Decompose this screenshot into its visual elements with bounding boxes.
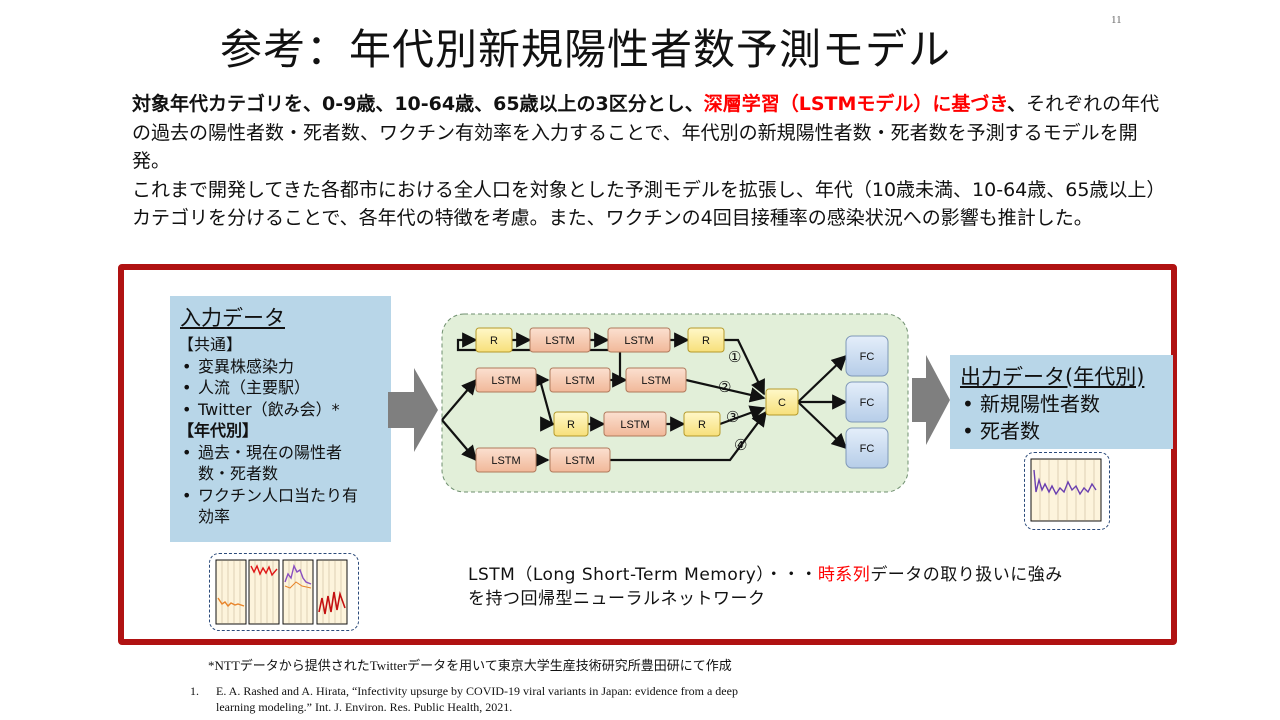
input-thumbnail-group	[209, 553, 359, 631]
r-node	[475, 327, 513, 353]
lstm-note-highlight: 時系列	[817, 565, 871, 585]
intro-bold-tail: 、	[1007, 93, 1027, 115]
common-item: •Twitter（飲み会）*	[182, 399, 340, 419]
fc-node	[845, 335, 889, 377]
lstm-label: LSTM	[620, 419, 649, 431]
model-frame	[118, 264, 1177, 645]
lstm-label: LSTM	[545, 335, 574, 347]
fc-label: FC	[860, 397, 875, 409]
route-1-label: ①	[728, 348, 741, 366]
lstm-note-line-2: を持つ回帰型ニューラルネットワーク	[468, 589, 766, 609]
page-number: 11	[1111, 14, 1122, 26]
lstm-node	[549, 367, 611, 393]
lstm-node	[475, 367, 537, 393]
intro-paragraph-1: 対象年代カテゴリを、0-9歳、10-64歳、65歳以上の3区分とし、深層学習（L…	[132, 90, 1162, 176]
reference-line-2: learning modeling.” Int. J. Environ. Res…	[216, 700, 513, 714]
lstm-label: LSTM	[491, 455, 520, 467]
intro-bold: 対象年代カテゴリを、0-9歳、10-64歳、65歳以上の3区分とし、	[132, 93, 704, 115]
intro-highlight: 深層学習（LSTMモデル）に基づき	[703, 93, 1008, 115]
age-header: 【年代別】	[178, 421, 259, 440]
footnote: *NTTデータから提供されたTwitterデータを用いて東京大学生産技術研究所豊…	[208, 658, 732, 673]
output-arrow	[912, 355, 950, 445]
mini-chart	[248, 559, 280, 625]
input-arrow	[388, 368, 438, 452]
lstm-note-line-1: LSTM（Long Short-Term Memory）・・・時系列データの取り…	[468, 565, 1063, 585]
r-node	[683, 411, 721, 437]
mini-chart	[215, 559, 247, 625]
common-header: 【共通】	[178, 335, 243, 354]
age-item-cont: 効率	[198, 507, 231, 526]
lstm-label: LSTM	[641, 375, 670, 387]
r-node	[687, 327, 725, 353]
common-item: •変異株感染力	[182, 356, 295, 376]
output-data-panel: 出力データ(年代別) •新規陽性者数 •死者数	[950, 355, 1173, 449]
lstm-note: LSTM（Long Short-Term Memory）・・・時系列データの取り…	[468, 563, 1063, 611]
mini-chart	[316, 559, 348, 625]
lstm-node	[625, 367, 687, 393]
r-label: R	[702, 335, 710, 347]
fc-label: FC	[860, 351, 875, 363]
age-item-cont: 数・死者数	[198, 464, 279, 483]
lstm-label: LSTM	[624, 335, 653, 347]
route-4-label: ④	[734, 436, 747, 454]
r-label: R	[567, 419, 575, 431]
input-data-panel: 入力データ 【共通】 •変異株感染力 •人流（主要駅） •Twitter（飲み会…	[170, 296, 391, 542]
output-thumbnail	[1024, 452, 1110, 530]
lstm-node	[603, 411, 667, 437]
r-node	[553, 411, 589, 437]
mini-chart	[282, 559, 314, 625]
lstm-node	[607, 327, 671, 353]
fc-node	[845, 381, 889, 423]
age-item: •ワクチン人口当たり有	[182, 485, 359, 505]
route-3-label: ③	[726, 408, 739, 426]
output-mini-chart	[1030, 458, 1102, 522]
common-item: •人流（主要駅）	[182, 378, 311, 397]
output-item: •新規陽性者数	[962, 392, 1100, 416]
concat-label: C	[778, 397, 786, 409]
intro-paragraph-2: これまで開発してきた各都市における全人口を対象とした予測モデルを拡張し、年代（1…	[132, 178, 1156, 230]
reference: 1.E. A. Rashed and A. Hirata, “Infectivi…	[190, 683, 738, 715]
slide-title: 参考：年代別新規陽性者数予測モデル	[220, 25, 952, 74]
lstm-node	[549, 447, 611, 473]
lstm-label: LSTM	[565, 375, 594, 387]
output-title: 出力データ(年代別)	[960, 365, 1145, 389]
lstm-label: LSTM	[565, 455, 594, 467]
input-title: 入力データ	[180, 306, 285, 330]
r-label: R	[698, 419, 706, 431]
fc-label: FC	[860, 443, 875, 455]
intro-rest: それぞれの年代の過去の陽性者数・死者数、ワクチン有効率を入力することで、年代別の…	[132, 93, 1160, 172]
route-2-label: ②	[718, 378, 731, 396]
input-mini-charts	[215, 559, 348, 625]
output-item: •死者数	[962, 419, 1040, 443]
reference-line-1: 1.E. A. Rashed and A. Hirata, “Infectivi…	[190, 684, 738, 698]
lstm-node	[475, 447, 537, 473]
r-label: R	[490, 335, 498, 347]
lstm-node	[529, 327, 591, 353]
lstm-label: LSTM	[491, 375, 520, 387]
fc-node	[845, 427, 889, 469]
age-item: •過去・現在の陽性者	[182, 442, 343, 462]
network-connections	[441, 332, 848, 468]
intro-text: 対象年代カテゴリを、0-9歳、10-64歳、65歳以上の3区分とし、深層学習（L…	[132, 90, 1162, 233]
concat-node	[765, 388, 799, 416]
